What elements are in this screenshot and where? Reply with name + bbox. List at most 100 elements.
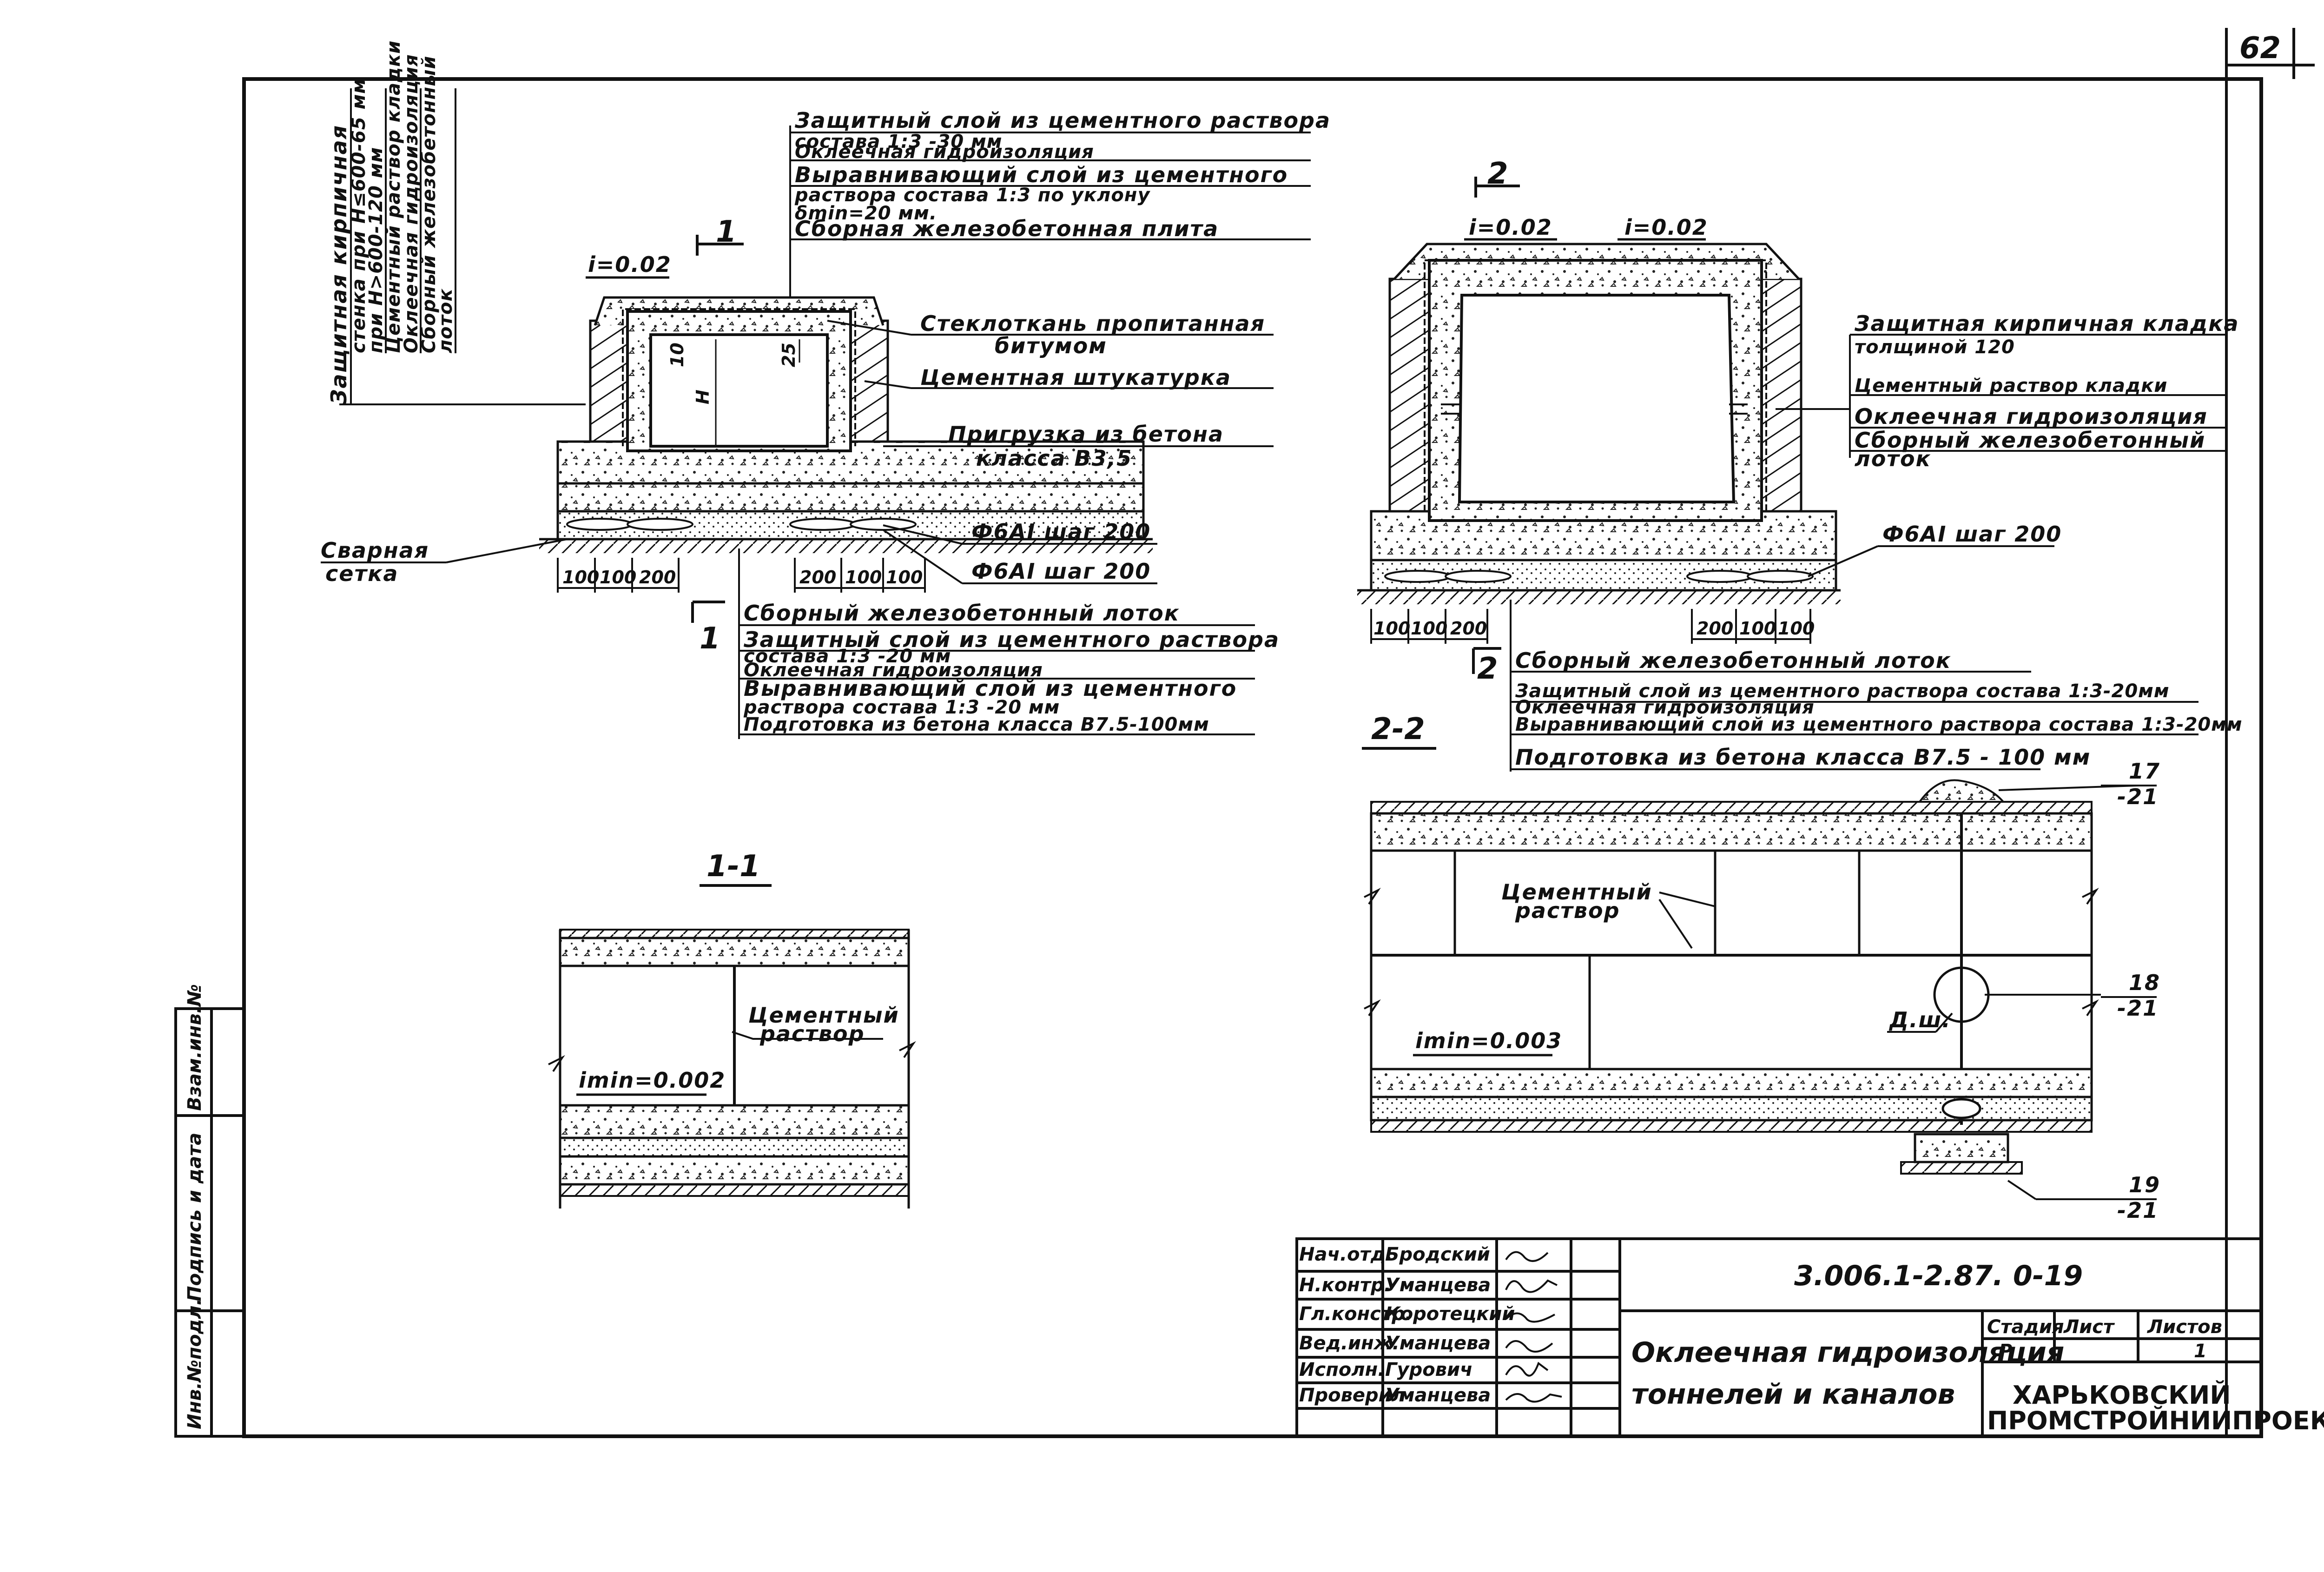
title-block-name-1: Бродский [1385, 1244, 1490, 1265]
title-block-role-3: Гл.констр. [1299, 1303, 1412, 1325]
title-block-grid [1295, 1237, 2263, 1438]
title-block-org-line-1: ХАРЬКОВСКИЙ [2013, 1380, 2231, 1410]
title-block-title-line-2: тоннелей и каналов [1631, 1378, 1955, 1411]
section-1-1-title: 1-1 [706, 849, 760, 884]
detail-1-left-text-5: Оклеечная гидроизоляция [401, 54, 422, 353]
title-block-signatures [1505, 1251, 1562, 1403]
detail-1-top-text-5: раствора состава 1:3 по уклону [794, 185, 1150, 206]
title-block-stage-value: Р [1999, 1341, 2012, 1362]
detail-2-section-mark: 2 [1487, 157, 1508, 191]
title-block-name-4: Уманцева [1385, 1333, 1491, 1354]
detail-2-bottom-callout [1510, 600, 2199, 772]
detail-2-rebar: Ф6АI шаг 200 [1882, 522, 2062, 547]
section-2-2-ref-18-num: 18 [2129, 970, 2160, 995]
section-2-2-mortar-1: Цементный [1501, 879, 1652, 905]
detail-2-dim-left-2: 100 [1411, 618, 1447, 639]
detail-1-top-text-6: δmin=20 мм. [795, 203, 937, 224]
detail-1-section-mark: 1 [716, 215, 737, 249]
detail-2-dimension-chains [1370, 609, 1811, 644]
detail-1-rebar-1: Ф6АI шаг 200 [971, 519, 1151, 544]
detail-1-mesh-label-2: сетка [325, 561, 398, 586]
detail-2-right-text-5: Сборный железобетонный [1855, 428, 2205, 453]
detail-2-bottom-text-2: Защитный слой из цементного раствора сос… [1515, 680, 2170, 702]
detail-1-bottom-text-4: Оклеечная гидроизоляция [744, 660, 1043, 681]
section-2-2-references [1985, 785, 2157, 1200]
title-block-sheets-header: Листов [2147, 1316, 2222, 1338]
title-block-name-3: Коротецкий [1385, 1303, 1515, 1325]
detail-1-left-text-1: Защитная кирпичная [326, 125, 351, 405]
detail-1-dim-25: 25 [779, 343, 799, 367]
title-block-role-5: Исполн. [1299, 1359, 1385, 1380]
detail-1-top-text-7: Сборная железобетонная плита [795, 216, 1219, 241]
detail-1-bottom-text-7: Подготовка из бетона класса В7.5-100мм [744, 714, 1209, 735]
detail-1-left-text-2: стенка при H≤600-65 мм [348, 78, 370, 353]
detail-2-slope-left: i=0.02 [1469, 215, 1552, 240]
detail-1-right-text-3: Цементная штукатурка [920, 365, 1231, 390]
title-block-stage-header: Стадия [1987, 1316, 2064, 1338]
sheet-frame [242, 28, 2315, 1438]
section-1-1-mortar-1: Цементный [748, 1003, 899, 1028]
detail-1-drawing [539, 296, 1153, 553]
detail-1-dim-left-1: 100 [562, 567, 599, 588]
detail-1-top-text-1: Защитный слой из цементного раствора [794, 108, 1331, 133]
detail-2-right-callout [1776, 334, 2226, 458]
detail-1-right-text-1: Стеклоткань пропитанная [920, 311, 1265, 336]
side-stamp-label-3: Взам.инв.№ [184, 984, 205, 1111]
title-block-name-5: Гурович [1385, 1359, 1472, 1380]
detail-1-bottom-text-2: Защитный слой из цементного раствора [743, 627, 1280, 652]
detail-1-dim-right-1: 200 [799, 567, 836, 588]
section-2-2-seam: Д.ш. [1888, 1007, 1951, 1032]
title-block-role-4: Вед.инж. [1299, 1333, 1400, 1354]
section-2-2-slope: imin=0.003 [1415, 1028, 1562, 1053]
detail-2-dim-right-2: 100 [1739, 618, 1776, 639]
detail-2-right-text-2: толщиной 120 [1855, 337, 2015, 358]
detail-2-right-text-3: Цементный раствор кладки [1855, 375, 2167, 396]
detail-2-drawing [1357, 243, 1841, 604]
detail-1-rebar-2: Ф6АI шаг 200 [971, 559, 1151, 584]
title-block-name-2: Уманцева [1385, 1275, 1491, 1296]
detail-1-left-text-3: при H>600-120 мм [365, 147, 387, 353]
detail-1-top-text-3: Оклеечная гидроизоляция [795, 141, 1094, 163]
detail-2-right-text-1: Защитная кирпичная кладка [1854, 311, 2239, 336]
detail-1-bottom-text-1: Сборный железобетонный лоток [744, 601, 1180, 626]
detail-1-dimension-chains [557, 558, 926, 593]
detail-1-left-text-6: Сборный железобетонный [418, 56, 440, 353]
detail-1-left-text-7: лоток [435, 288, 456, 353]
detail-1-top-text-2: состава 1:3 -30 мм [795, 131, 1002, 152]
title-block-sheets-value: 1 [2194, 1341, 2207, 1362]
detail-2-bottom-text-4: Выравнивающий слой из цементного раствор… [1515, 714, 2243, 735]
detail-2-dim-right-3: 100 [1778, 618, 1815, 639]
section-2-2-ref-17-num: 17 [2129, 759, 2160, 784]
detail-2-right-text-6: лоток [1855, 446, 1931, 471]
section-2-2-ref-17-sheet: -21 [2117, 784, 2159, 809]
sheet-number: 62 [2239, 31, 2281, 66]
detail-1-mesh-label-1: Сварная [321, 538, 429, 563]
detail-1-dim-right-2: 100 [845, 567, 882, 588]
detail-1-bottom-text-5: Выравнивающий слой из цементного [744, 676, 1237, 701]
detail-2-slope-right: i=0.02 [1624, 215, 1708, 240]
detail-1-dim-left-3: 200 [639, 567, 676, 588]
section-1-1-slope: imin=0.002 [579, 1068, 726, 1093]
title-block-org-line-2: ПРОМСТРОЙНИИПРОЕКТ [1987, 1406, 2324, 1435]
title-block-name-6: Уманцева [1385, 1385, 1491, 1406]
section-2-2-title: 2-2 [1371, 712, 1425, 746]
detail-1-bottom-text-3: состава 1:3 -20 мм [744, 646, 951, 667]
detail-1-top-text-4: Выравнивающий слой из цементного [795, 162, 1288, 187]
detail-1-top-callout [789, 125, 1311, 297]
title-block-role-6: Проверил [1299, 1385, 1405, 1406]
title-block-role-2: Н.контр. [1299, 1275, 1391, 1296]
section-2-2-ref-19-sheet: -21 [2117, 1198, 2159, 1223]
detail-1-right-callout-lines [827, 320, 1274, 447]
detail-1-left-text-4: Цементный раствор кладки [383, 40, 404, 353]
detail-1-left-callout [339, 88, 586, 405]
title-block-sheet-header: Лист [2063, 1316, 2115, 1338]
detail-1-dim-right-3: 100 [886, 567, 923, 588]
detail-2-dim-left-3: 200 [1450, 618, 1487, 639]
detail-1-right-text-5: класса B3,5 [976, 446, 1132, 471]
detail-2-cut-mark: 2 [1477, 652, 1498, 686]
detail-2-bottom-text-1: Сборный железобетонный лоток [1515, 648, 1951, 673]
side-stamp-label-1: Инв.№подл. [184, 1298, 205, 1429]
section-2-2-mortar-2: раствор [1515, 898, 1620, 923]
detail-1-right-text-2: битумом [995, 333, 1107, 358]
